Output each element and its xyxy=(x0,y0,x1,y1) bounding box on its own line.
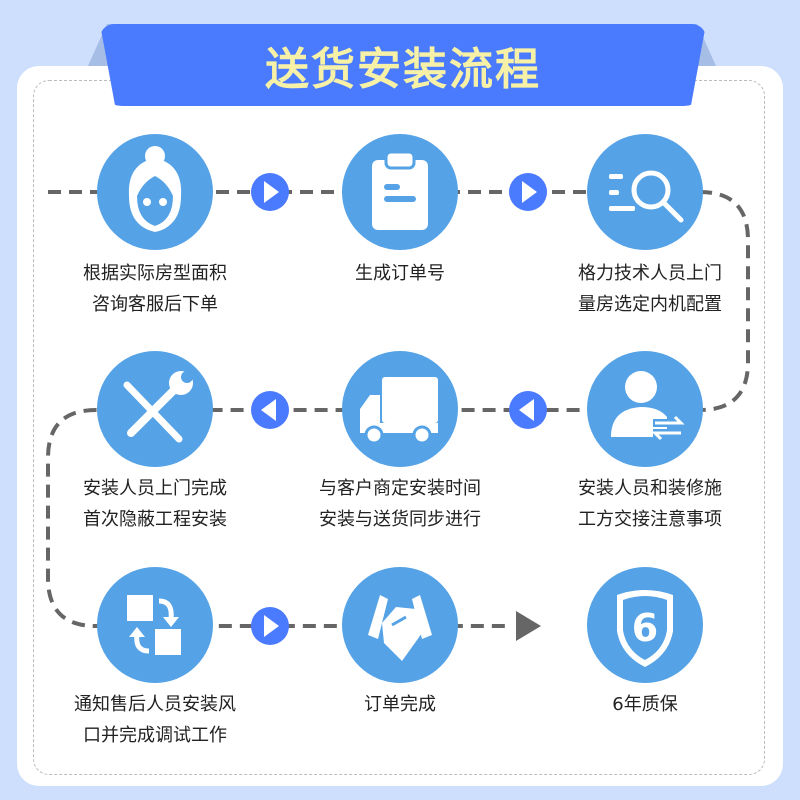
step-label: 根据实际房型面积 xyxy=(83,263,227,284)
step-label: 首次隐蔽工程安装 xyxy=(83,509,227,530)
user-exchange-icon xyxy=(587,351,703,467)
step-label: 安装人员上门完成 xyxy=(83,478,227,499)
page-title: 送货安装流程 xyxy=(265,44,541,95)
step-label: 安装与送货同步进行 xyxy=(319,509,481,530)
step-label: 咨询客服后下单 xyxy=(92,294,218,315)
step-label: 与客户商定安装时间 xyxy=(319,478,481,499)
play-right-icon xyxy=(251,607,289,645)
title-banner: 送货安装流程 xyxy=(100,24,706,106)
step-label: 订单完成 xyxy=(364,694,436,715)
step-label: 量房选定内机配置 xyxy=(578,294,722,315)
step-label: 格力技术人员上门 xyxy=(578,263,722,284)
shield-6-icon: 6 xyxy=(587,567,703,683)
step-label: 6年质保 xyxy=(612,694,678,715)
swap-icon xyxy=(97,567,213,683)
handshake-icon xyxy=(342,567,458,683)
clipboard-icon xyxy=(342,134,458,250)
play-right-icon xyxy=(509,173,547,211)
play-right-icon xyxy=(251,173,289,211)
step-label: 安装人员和装修施 xyxy=(578,478,722,499)
truck-icon xyxy=(342,351,458,467)
dashed-path xyxy=(46,190,750,628)
step-label: 生成订单号 xyxy=(355,263,445,284)
customer-service-icon xyxy=(97,134,213,250)
svg-text:6: 6 xyxy=(632,606,658,650)
step-label: 通知售后人员安装风 xyxy=(74,694,236,715)
step-label: 口并完成调试工作 xyxy=(83,725,227,746)
tools-icon xyxy=(97,351,213,467)
search-list-icon xyxy=(587,134,703,250)
step-label: 工方交接注意事项 xyxy=(578,509,722,530)
play-left-icon xyxy=(509,391,547,429)
arrow-head-icon xyxy=(516,611,541,641)
play-left-icon xyxy=(251,391,289,429)
